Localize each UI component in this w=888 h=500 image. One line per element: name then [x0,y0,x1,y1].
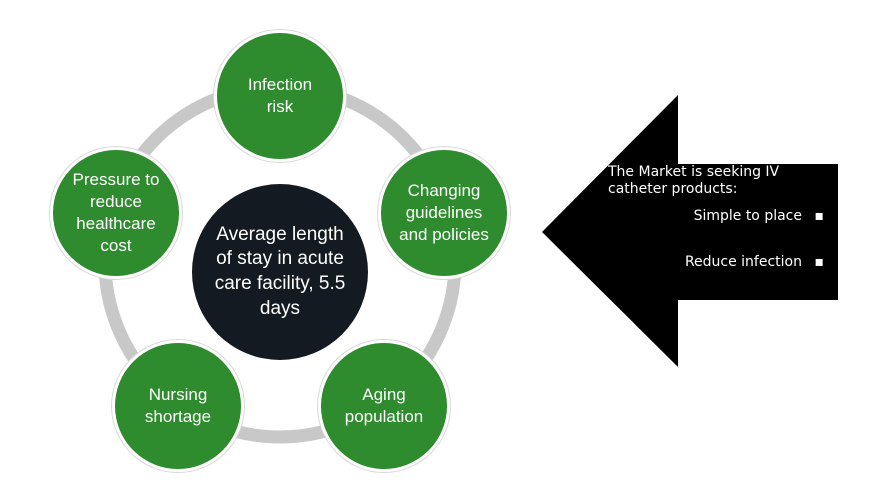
node-aging-population: Aging population [318,340,450,472]
node-changing-guidelines: Changing guidelines and policies [378,147,510,279]
node-nursing-shortage-label: Nursing shortage [144,384,212,426]
node-changing-guidelines-label: Changing guidelines and policies [399,180,489,245]
market-bullet-simple-label: Simple to place [693,208,802,224]
node-pressure-cost: Pressure to reduce healthcare cost [50,147,182,279]
center-node: Average length of stay in acute care fac… [192,184,368,360]
node-infection-risk: Infection risk [214,30,346,162]
node-infection-risk-label: Infection risk [247,74,313,116]
bullet-square-icon: ▪ [814,208,825,224]
node-nursing-shortage: Nursing shortage [112,340,244,472]
market-callout: The Market is seeking IV catheter produc… [608,164,830,270]
node-pressure-cost-label: Pressure to reduce healthcare cost [72,169,160,256]
bullet-square-icon: ▪ [814,254,825,270]
node-aging-population-label: Aging population [344,384,424,426]
market-callout-intro: The Market is seeking IV catheter produc… [608,164,780,197]
market-bullet-infection: Reduce infection ▪ [684,254,824,271]
market-arrow [542,95,838,367]
market-bullet-infection-label: Reduce infection [684,254,802,270]
center-node-label: Average length of stay in acute care fac… [214,223,346,319]
market-bullet-simple: Simple to place ▪ [693,208,824,225]
